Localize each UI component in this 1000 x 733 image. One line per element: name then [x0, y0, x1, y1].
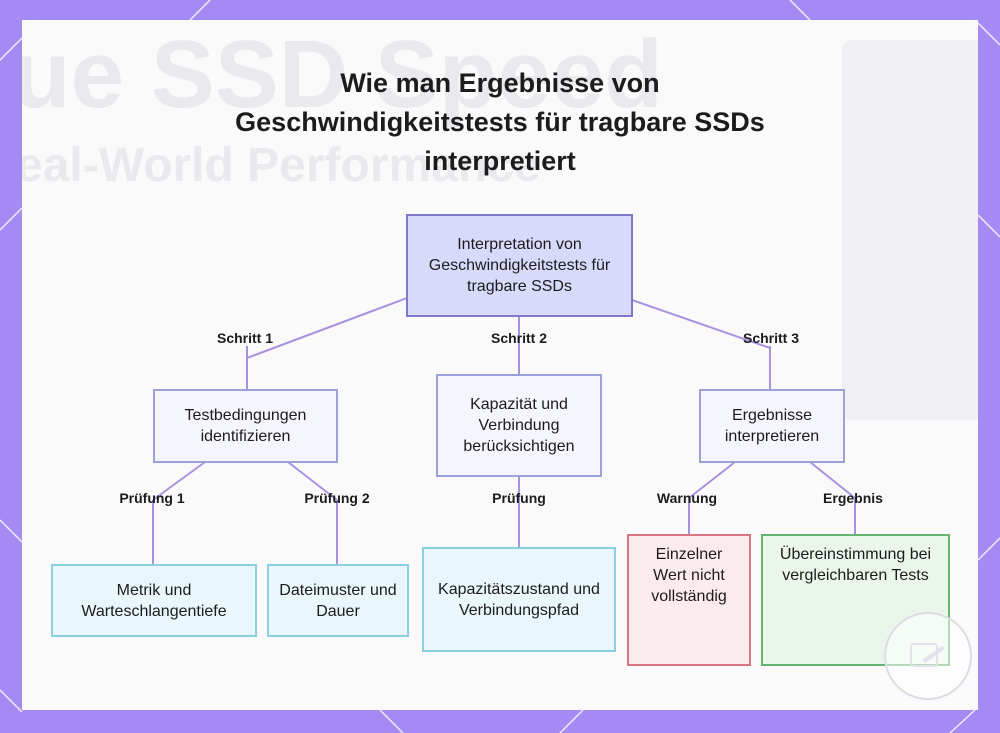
edge-step1-file	[287, 461, 338, 501]
background-panel	[842, 40, 978, 420]
node-capacity: Kapazitätszustand und Verbindungspfad	[422, 547, 616, 652]
node-match: Übereinstimmung bei vergleichbaren Tests	[761, 534, 950, 666]
node-metric: Metrik und Warteschlangentiefe	[51, 564, 257, 637]
edge-label-result: Ergebnis	[823, 490, 883, 506]
edge-label-step2: Schritt 2	[490, 330, 548, 346]
edge-step3-match	[809, 461, 856, 499]
pen-icon	[910, 643, 945, 667]
node-single-value: Einzelner Wert nicht vollständig	[627, 534, 751, 666]
edge-label-step1: Schritt 1	[216, 330, 274, 346]
edge-label-warning: Warnung	[656, 490, 718, 506]
diagram-title: Wie man Ergebnisse von Geschwindigkeitst…	[235, 68, 765, 176]
edge-root-step3	[631, 299, 771, 349]
edge-label-check1: Prüfung 1	[119, 490, 185, 506]
edge-step1-metric	[152, 461, 206, 501]
node-step1: Testbedingungen identifizieren	[153, 389, 338, 463]
node-step2: Kapazität und Verbindung berücksichtigen	[436, 374, 602, 477]
edge-root-step1	[246, 297, 408, 359]
background-headline: ue SSD Speed	[22, 21, 663, 128]
logo-badge	[884, 612, 972, 700]
edge-label-check: Prüfung	[492, 490, 546, 506]
background-subheadline: eal-World Performance	[22, 139, 541, 192]
node-file: Dateimuster und Dauer	[267, 564, 409, 637]
node-root: Interpretation von Geschwindigkeitstests…	[406, 214, 633, 317]
edge-label-check2: Prüfung 2	[304, 490, 370, 506]
node-step3: Ergebnisse interpretieren	[699, 389, 845, 463]
edge-step3-single	[688, 461, 736, 499]
edge-label-step3: Schritt 3	[742, 330, 800, 346]
